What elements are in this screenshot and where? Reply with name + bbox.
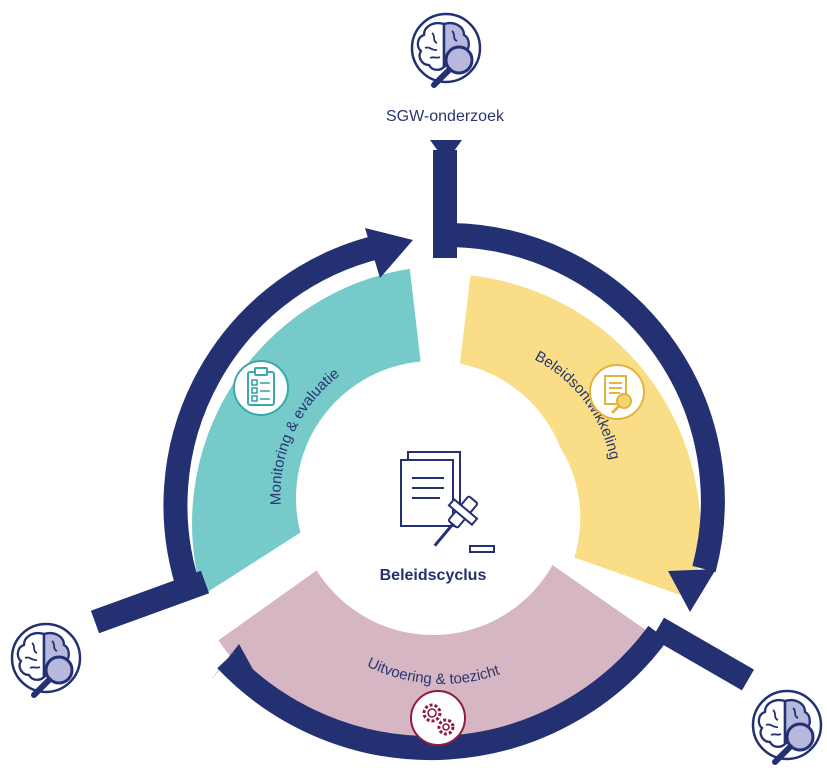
segment-uitvoering-toezicht: [218, 562, 652, 755]
research-label: SGW-onderzoek: [386, 108, 504, 125]
policy-document-gavel-icon: [400, 451, 495, 553]
gears-icon: [410, 690, 466, 746]
arrow-heads: [211, 140, 716, 682]
segment-monitoring-evaluatie: [192, 268, 422, 596]
segment-beleidsontwikkeling: [457, 275, 701, 599]
brain-magnifier-icon: [12, 624, 80, 695]
clipboard-checklist-icon: [233, 360, 289, 416]
document-search-icon: [589, 364, 645, 420]
brain-magnifier-icon: [412, 14, 480, 85]
center-title: Beleidscyclus: [379, 567, 487, 584]
cycle-arrows: [90, 150, 755, 761]
brain-magnifier-icon: [753, 691, 821, 762]
